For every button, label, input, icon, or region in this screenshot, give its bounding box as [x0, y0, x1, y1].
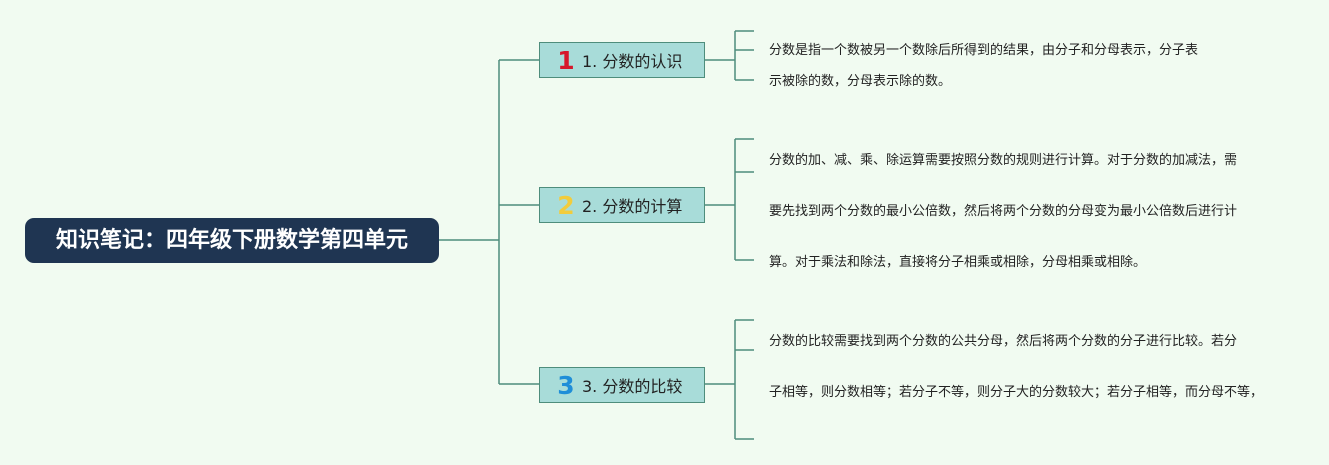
- branch-label: 1. 分数的认识: [582, 52, 683, 71]
- branch-label: 3. 分数的比较: [582, 377, 683, 396]
- root-title: 知识笔记：四年级下册数学第四单元: [55, 228, 408, 253]
- leaf-text: 分数的比较需要找到两个分数的公共分母，然后将两个分数的分子进行比较。若分: [769, 334, 1238, 349]
- branch-fraction-calculation[interactable]: 2 2. 分数的计算: [539, 187, 705, 223]
- branch-fraction-understanding[interactable]: 1 1. 分数的认识: [539, 42, 705, 78]
- leaf-text: 要先找到两个分数的最小公倍数，然后将两个分数的分母变为最小公倍数后进行计: [769, 204, 1238, 219]
- branch-1-leaf-connector: [705, 30, 754, 81]
- number-3-icon: 3: [557, 370, 575, 400]
- leaf-text: 示被除的数，分母表示除的数。: [769, 74, 952, 89]
- root-topic[interactable]: 知识笔记：四年级下册数学第四单元: [25, 218, 439, 263]
- branch-2-leaf-connector: [705, 138, 754, 261]
- branch-fraction-comparison[interactable]: 3 3. 分数的比较: [539, 367, 705, 403]
- branch-3-leaf-connector: [705, 319, 754, 440]
- leaf-text: 子相等，则分数相等；若分子不等，则分子大的分数较大；若分子相等，而分母不等，: [769, 385, 1264, 400]
- branch-label: 2. 分数的计算: [582, 197, 683, 216]
- leaf-text: 分数是指一个数被另一个数除后所得到的结果，由分子和分母表示，分子表: [769, 43, 1199, 58]
- leaf-text: 分数的加、减、乘、除运算需要按照分数的规则进行计算。对于分数的加减法，需: [769, 153, 1238, 168]
- number-1-icon: 1: [557, 45, 575, 75]
- leaf-text: 算。对于乘法和除法，直接将分子相乘或相除，分母相乘或相除。: [769, 255, 1147, 270]
- root-to-branches-connector: [439, 59, 539, 385]
- number-2-icon: 2: [557, 190, 575, 220]
